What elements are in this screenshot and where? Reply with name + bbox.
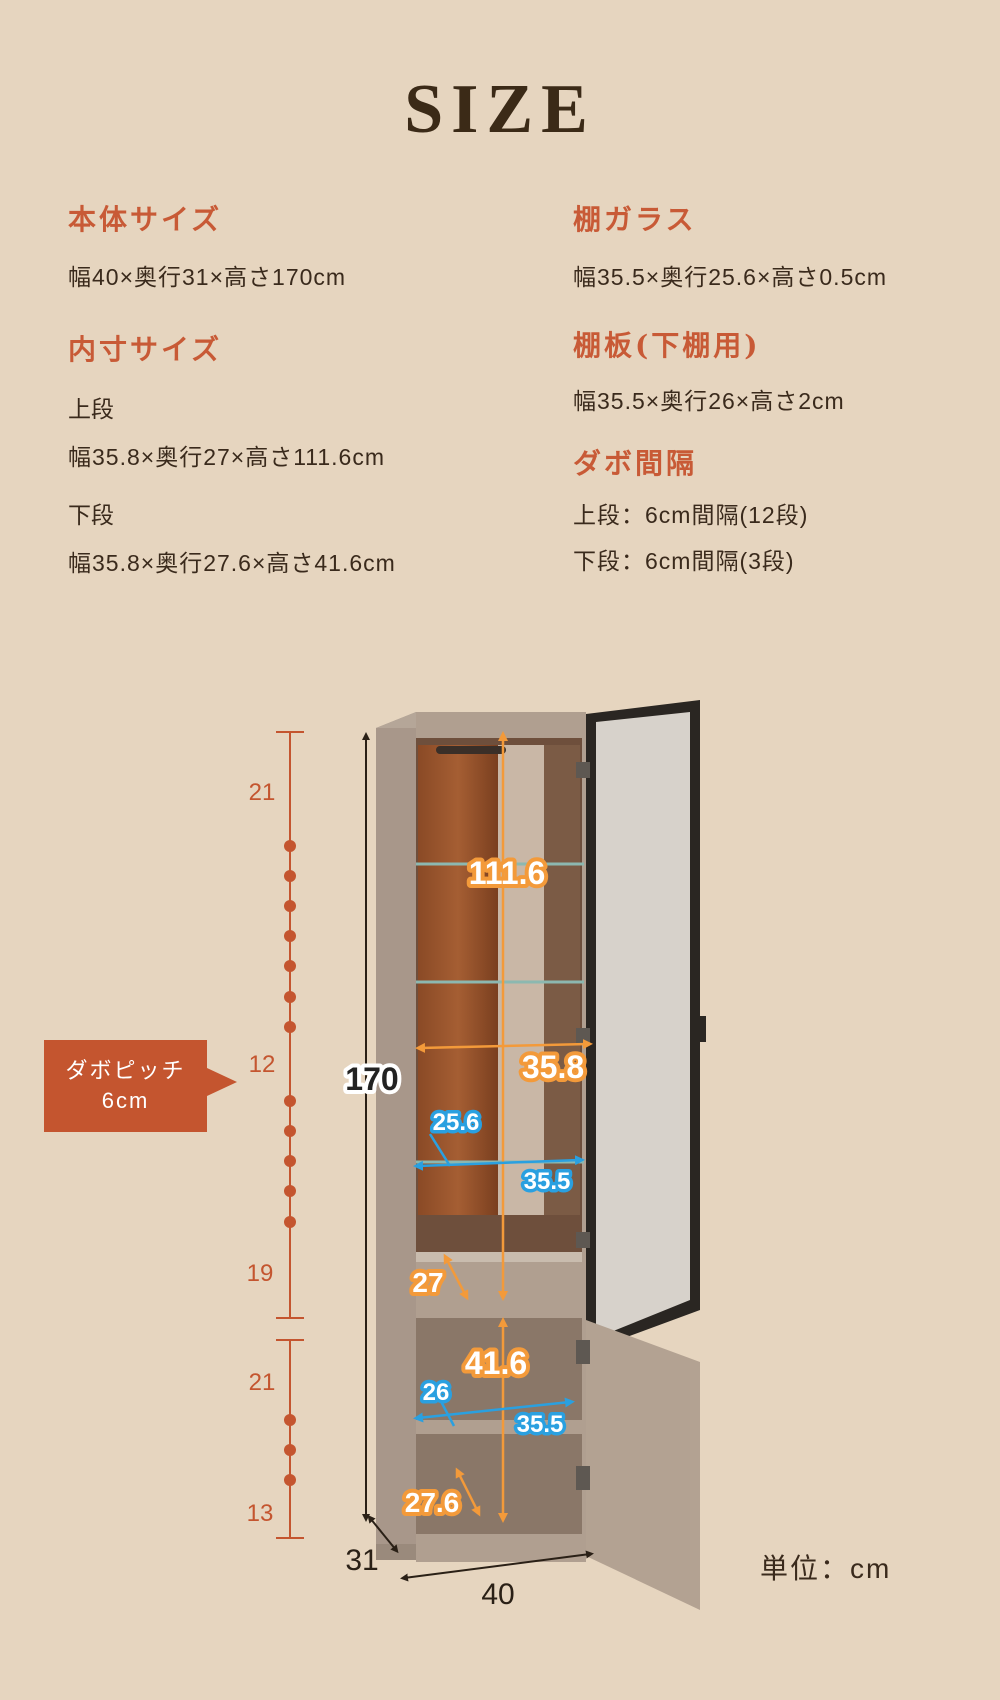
spec-body-size: 本体サイズ 幅40×奥行31×高さ170cm: [68, 198, 346, 292]
dim-label-height: 170: [345, 1061, 398, 1097]
spec-glass-value: 幅35.5×奥行25.6×高さ0.5cm: [573, 264, 888, 290]
page-title: SIZE: [404, 71, 596, 148]
spec-dowel-heading: ダボ間隔: [573, 447, 698, 480]
width-dimension-line: [400, 1550, 594, 1582]
callout-line2: 6cm: [101, 1088, 150, 1113]
pitch-label-upper-bottom: 19: [247, 1260, 274, 1287]
dim-label-upper-depth: 27: [412, 1267, 443, 1298]
unit-label: 単位：cm: [760, 1553, 892, 1584]
spec-dowel-upper: 上段：6cm間隔(12段): [573, 502, 809, 528]
spec-dowel-interval: ダボ間隔 上段：6cm間隔(12段) 下段：6cm間隔(3段): [573, 442, 808, 576]
spec-dowel-lower: 下段：6cm間隔(3段): [573, 548, 795, 574]
spec-inner-upper-value: 幅35.8×奥行27×高さ111.6cm: [68, 444, 386, 470]
spec-body-value: 幅40×奥行31×高さ170cm: [68, 264, 347, 290]
dim-label-board-depth: 26: [423, 1379, 450, 1406]
dim-label-glass-width: 35.5: [524, 1168, 571, 1195]
dim-label-depth: 31: [345, 1544, 378, 1577]
lower-depth-line: [455, 1467, 481, 1517]
pitch-label-lower-bottom: 13: [247, 1500, 274, 1527]
pitch-label-lower-top: 21: [249, 1369, 276, 1396]
spec-body-heading: 本体サイズ: [68, 203, 223, 236]
spec-glass-heading: 棚ガラス: [573, 203, 697, 236]
dim-label-lower-depth: 27.6: [405, 1487, 460, 1518]
spec-board-value: 幅35.5×奥行26×高さ2cm: [573, 388, 845, 414]
dim-label-board-width: 35.5: [517, 1411, 564, 1438]
spec-inner-upper-label: 上段: [68, 396, 114, 422]
callout-line1: ダボピッチ: [65, 1058, 186, 1083]
spec-inner-size: 内寸サイズ 上段 幅35.8×奥行27×高さ111.6cm 下段 幅35.8×奥…: [68, 328, 396, 578]
spec-glass-shelf: 棚ガラス 幅35.5×奥行25.6×高さ0.5cm: [573, 198, 887, 292]
spec-inner-lower-label: 下段: [68, 502, 114, 528]
pitch-label-upper-mid: 12: [249, 1051, 276, 1078]
spec-shelf-board: 棚板(下棚用) 幅35.5×奥行26×高さ2cm: [573, 324, 845, 416]
glass-width-line: [413, 1155, 585, 1171]
spec-inner-heading: 内寸サイズ: [68, 333, 223, 366]
depth-dimension-line: [367, 1514, 399, 1554]
dim-label-glass-depth: 25.6: [433, 1109, 480, 1136]
dim-label-width: 40: [481, 1578, 514, 1611]
dim-label-upper-width: 35.8: [522, 1049, 584, 1085]
pitch-label-upper-top: 21: [249, 779, 276, 806]
board-width-line: [413, 1397, 575, 1423]
dowel-pitch-ruler: 21 12 19 21 13: [247, 731, 304, 1539]
dim-label-lower-height: 41.6: [465, 1345, 527, 1381]
upper-width-line: [415, 1039, 593, 1053]
spec-board-heading: 棚板(下棚用): [573, 329, 761, 362]
upper-depth-line: [443, 1253, 469, 1301]
dowel-pitch-callout: ダボピッチ 6cm: [44, 1040, 237, 1132]
dim-label-upper-height: 111.6: [469, 855, 546, 891]
cabinet-illustration: [376, 700, 706, 1610]
spec-inner-lower-value: 幅35.8×奥行27.6×高さ41.6cm: [68, 550, 396, 576]
